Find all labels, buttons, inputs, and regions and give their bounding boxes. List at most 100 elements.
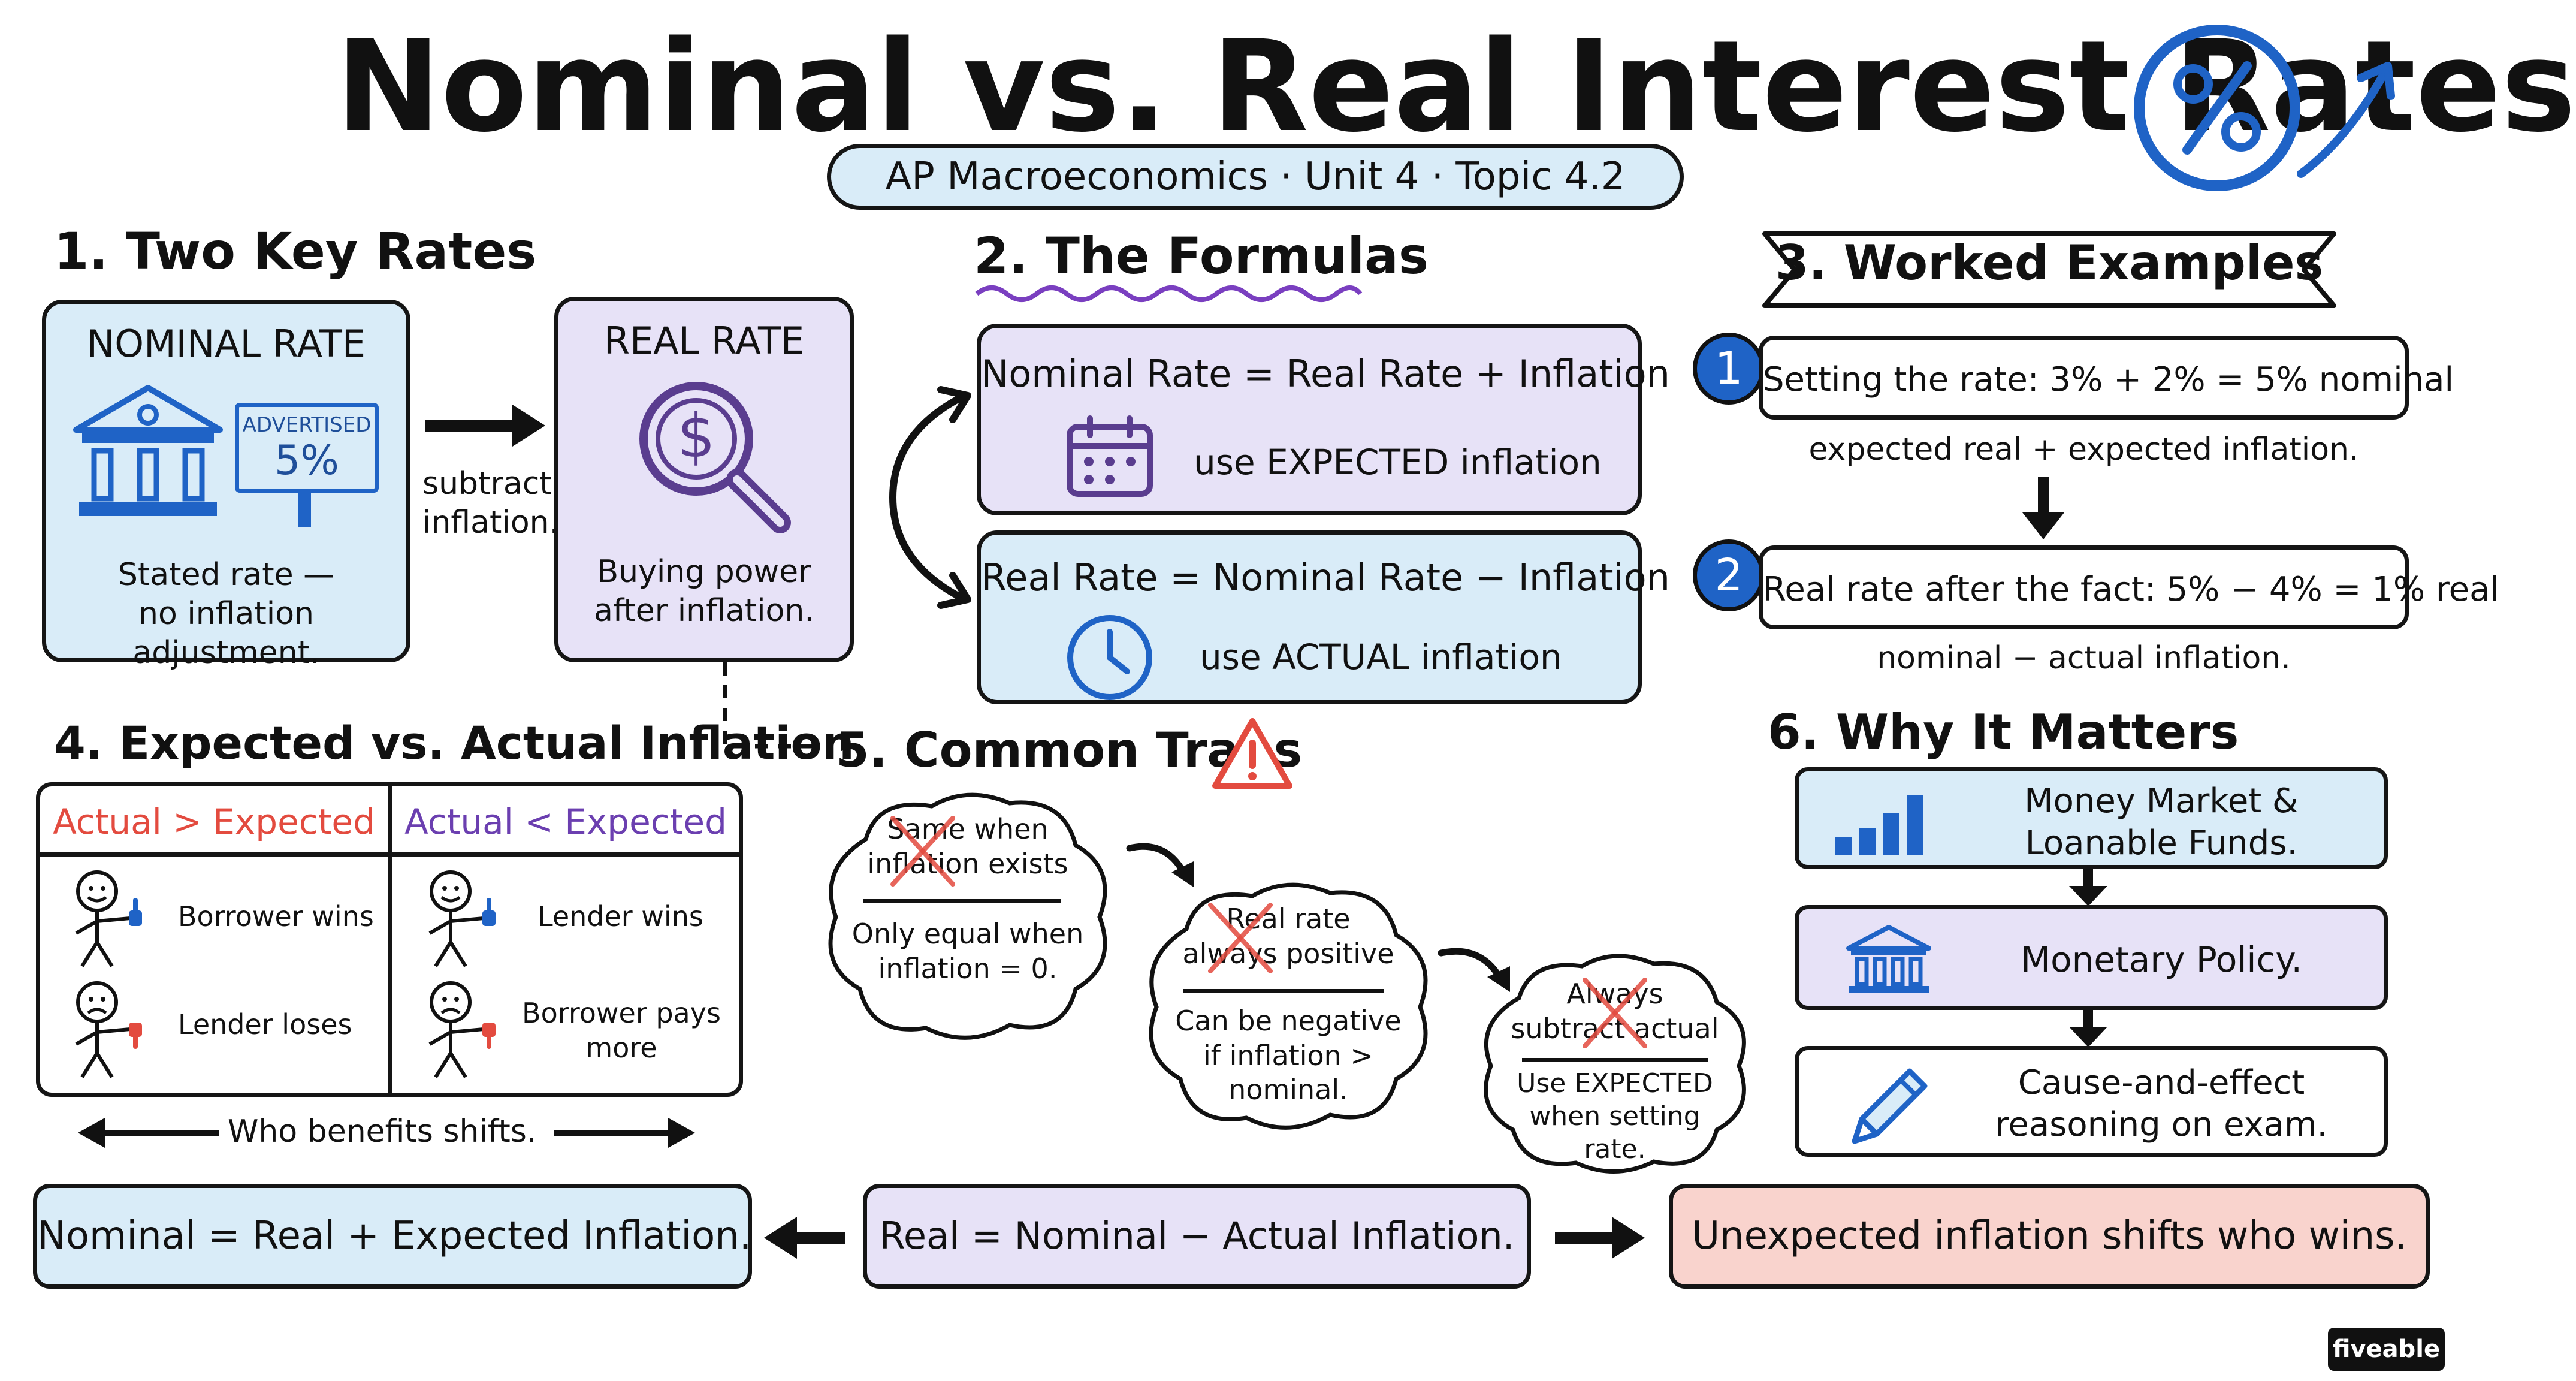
example1-card: Setting the rate: 3% + 2% = 5% nominal xyxy=(1759,336,2454,420)
banner-ribbon xyxy=(1762,231,2336,308)
bottom-middle-text: Real = Nominal − Actual Inflation. xyxy=(879,1214,1515,1258)
sign-line1: ADVERTISED xyxy=(242,413,372,437)
clock-icon xyxy=(1067,615,1152,700)
real-caption-line1: Buying power xyxy=(597,554,811,590)
pencil-icon xyxy=(1852,1068,1928,1144)
formula1-note: use EXPECTED inflation xyxy=(1194,442,1602,483)
real-caption-line2: after inflation. xyxy=(594,593,814,629)
cross-out-icon xyxy=(1208,903,1273,973)
bottom-left-summary: Nominal = Real + Expected Inflation. xyxy=(33,1184,752,1289)
trap2-wrong-line1: Real rate xyxy=(1226,903,1351,935)
calendar-icon xyxy=(1067,415,1153,497)
dashed-connector xyxy=(723,662,821,749)
down-arrow-icon xyxy=(2022,477,2064,539)
why-item2-card: Monetary Policy. xyxy=(1795,905,2388,1010)
formula1-text: Nominal Rate = Real Rate + Inflation xyxy=(981,352,1670,396)
happy-stick-figure-icon xyxy=(428,870,496,967)
arrow-label-line2: inflation. xyxy=(422,505,560,541)
page-title: Nominal vs. Real Interest Rates xyxy=(336,13,2576,160)
down-arrow-icon xyxy=(2069,1010,2107,1047)
nominal-caption-line2: no inflation adjustment. xyxy=(132,596,320,671)
real-rate-caption: Buying power after inflation. xyxy=(558,553,850,631)
trap2-right-line3: nominal. xyxy=(1228,1074,1348,1106)
why-item1-line2: Loanable Funds. xyxy=(2025,824,2298,863)
trap3-wrong: Always subtract actual xyxy=(1489,977,1741,1046)
col1-header: Actual > Expected xyxy=(53,801,375,842)
sign-line2: 5% xyxy=(274,437,339,484)
happy-stick-figure-icon xyxy=(75,870,142,967)
cross-out-icon xyxy=(1583,978,1647,1048)
why-item1-text: Money Market & Loanable Funds. xyxy=(1967,780,2356,864)
trap3-wrong-line2: subtract actual xyxy=(1511,1012,1719,1045)
sad-stick-figure-icon xyxy=(428,981,496,1078)
section6-heading: 6. Why It Matters xyxy=(1768,704,2239,760)
down-arrow-icon xyxy=(2069,869,2107,906)
why-item3-line1: Cause-and-effect xyxy=(2018,1063,2305,1102)
trap1-right-line2: inflation = 0. xyxy=(878,952,1058,985)
example2-number-badge: 2 xyxy=(1693,539,1765,611)
trap3-cloud xyxy=(1484,954,1746,1174)
nominal-rate-card: NOMINAL RATE ADVERTISED 5% Stated rate —… xyxy=(42,300,410,671)
brand-text: fiveable xyxy=(2332,1335,2441,1363)
nominal-rate-title: NOMINAL RATE xyxy=(86,322,366,366)
section3-heading: 3. Worked Examples xyxy=(1775,235,2324,291)
bank-icon xyxy=(73,385,223,516)
formula2-card: Real Rate = Nominal Rate − Inflation use… xyxy=(977,530,1670,704)
right-arrow-icon xyxy=(554,1118,695,1148)
why-item3-card: Cause-and-effect reasoning on exam. xyxy=(1795,1046,2388,1157)
why-item3-line2: reasoning on exam. xyxy=(1995,1105,2328,1144)
trap1-wrong-line1: Same when xyxy=(887,813,1049,845)
subtitle-text: AP Macroeconomics · Unit 4 · Topic 4.2 xyxy=(885,155,1626,199)
example1-number: 1 xyxy=(1714,343,1743,394)
advertised-sign: ADVERTISED 5% xyxy=(235,403,379,493)
trap2-wrong-line2: always positive xyxy=(1182,937,1394,970)
nominal-rate-caption: Stated rate — no inflation adjustment. xyxy=(46,556,406,673)
trap1-wrong-line2: inflation exists xyxy=(867,847,1068,880)
left-arrow-icon xyxy=(78,1118,219,1148)
col2-row1-text: Lender wins xyxy=(537,900,703,933)
trap1-wrong: Same when inflation exists xyxy=(836,812,1100,881)
example2-text: Real rate after the fact: 5% − 4% = 1% r… xyxy=(1763,570,2499,609)
arrow-label-line1: subtract xyxy=(422,466,552,502)
why-item2-text: Monetary Policy. xyxy=(2021,939,2302,980)
col2-header: Actual < Expected xyxy=(404,801,727,842)
example1-note: expected real + expected inflation. xyxy=(1808,432,2359,468)
curved-double-arrow xyxy=(889,386,971,609)
trap2-right: Can be negative if inflation > nominal. xyxy=(1156,1004,1420,1108)
formula2-note: use ACTUAL inflation xyxy=(1200,637,1562,677)
trap3-right-line2: when setting xyxy=(1529,1101,1701,1132)
trap2-cloud xyxy=(1149,882,1428,1130)
who-benefits-label: Who benefits shifts. xyxy=(228,1114,537,1150)
trap1-cloud xyxy=(828,792,1107,1040)
example2-number: 2 xyxy=(1714,550,1743,601)
warning-icon xyxy=(1212,718,1292,789)
col2-row2-text: Borrower pays more xyxy=(520,996,723,1065)
sad-stick-figure-icon xyxy=(75,981,142,1078)
example1-number-badge: 1 xyxy=(1693,333,1765,405)
right-arrow-icon xyxy=(425,405,545,447)
why-item1-card: Money Market & Loanable Funds. xyxy=(1795,767,2388,869)
bottom-right-summary: Unexpected inflation shifts who wins. xyxy=(1669,1184,2430,1289)
right-arrow-icon xyxy=(1555,1217,1645,1259)
bottom-left-text: Nominal = Real + Expected Inflation. xyxy=(37,1214,752,1258)
table-divider-horizontal xyxy=(40,852,739,857)
col2-row2-line2: more xyxy=(585,1031,657,1064)
example2-note: nominal − actual inflation. xyxy=(1877,640,2291,676)
nominal-caption-line1: Stated rate — xyxy=(117,557,335,593)
col2-row2-line1: Borrower pays xyxy=(522,997,721,1029)
subtract-inflation-label: subtract inflation. xyxy=(422,465,560,542)
table-divider-vertical xyxy=(388,786,392,1093)
trap3-rule xyxy=(1522,1058,1708,1062)
example1-text: Setting the rate: 3% + 2% = 5% nominal xyxy=(1763,360,2454,399)
bottom-right-text: Unexpected inflation shifts who wins. xyxy=(1692,1214,2407,1258)
trap2-right-line1: Can be negative xyxy=(1175,1005,1402,1037)
trap1-right-line1: Only equal when xyxy=(851,918,1084,950)
trap3-right-line1: Use EXPECTED xyxy=(1517,1068,1713,1099)
subtitle-pill: AP Macroeconomics · Unit 4 · Topic 4.2 xyxy=(827,144,1684,210)
curved-arrow-icon xyxy=(1126,843,1194,887)
cross-out-icon xyxy=(890,816,955,887)
left-arrow-icon xyxy=(764,1217,845,1259)
trap2-rule xyxy=(1183,989,1384,993)
trap1-right: Only equal when inflation = 0. xyxy=(836,917,1100,986)
col1-row2-text: Lender loses xyxy=(178,1008,352,1041)
